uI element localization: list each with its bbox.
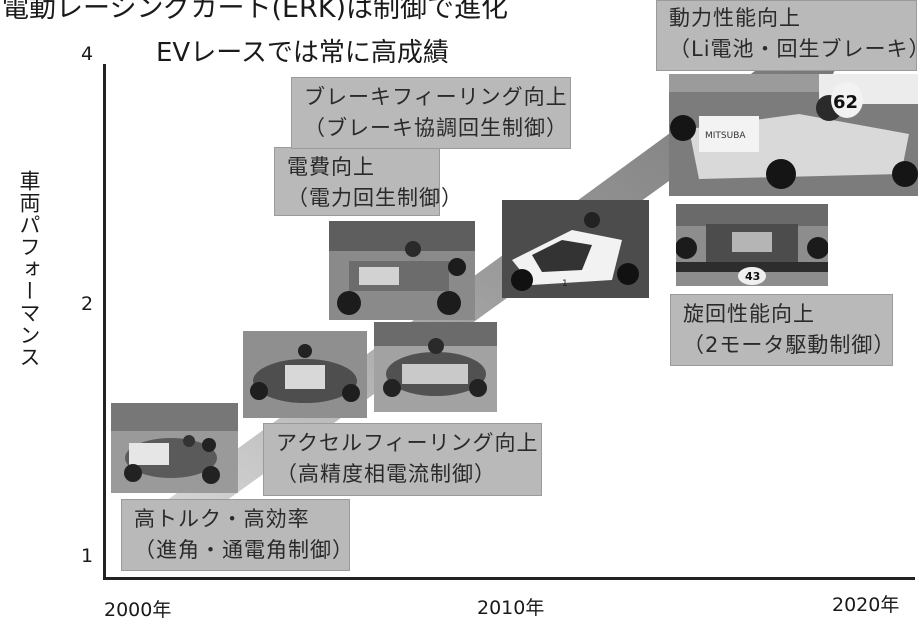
diagram-title: 電動レーシングカート(ERK)は制御で進化 <box>2 0 509 24</box>
x-tick-2020: 2020年 <box>832 594 900 616</box>
kart-photo-cornering: 43 <box>676 204 828 286</box>
kart-number-62-text: 62 <box>833 92 858 113</box>
x-tick-2000: 2000年 <box>104 599 172 621</box>
kart-number-43-text: 43 <box>745 270 760 283</box>
milestone-accel-feeling: アクセルフィーリング向上 （高精度相電流制御） <box>263 423 542 496</box>
x-tick-2010: 2010年 <box>477 597 545 619</box>
y-tick-1: 1 <box>80 545 94 567</box>
milestone-high-torque-line2: （進角・通電角制御） <box>134 538 354 562</box>
y-axis-label: 車両パフォーマンス <box>17 170 41 368</box>
kart-photo-li-battery: MITSUBA 62 <box>669 74 918 196</box>
kart-photo-2000s <box>111 403 238 493</box>
milestone-power-line2: （Li電池・回生ブレーキ） <box>669 37 918 61</box>
milestone-accel-feeling-line2: （高精度相電流制御） <box>276 462 496 486</box>
kart-number-1-text: 1 <box>562 279 568 289</box>
milestone-efficiency: 電費向上 （電力回生制御） <box>274 147 463 216</box>
y-tick-2: 2 <box>80 293 94 315</box>
kart-photo-brake: 1 <box>502 200 649 298</box>
mitsuba-logo-text: MITSUBA <box>705 131 746 141</box>
milestone-efficiency-line2: （電力回生制御） <box>287 186 463 210</box>
x-axis-line <box>103 577 915 580</box>
milestone-high-torque-line1: 高トルク・高効率 <box>134 507 310 531</box>
milestone-brake-feeling-line2: （ブレーキ協調回生制御） <box>304 116 568 140</box>
kart-photo-regen <box>329 221 475 320</box>
milestone-cornering-line2: （2モータ駆動制御） <box>683 333 896 357</box>
milestone-accel-feeling-line1: アクセルフィーリング向上 <box>276 431 539 455</box>
y-axis-line <box>103 64 106 580</box>
milestone-efficiency-line1: 電費向上 <box>287 155 375 179</box>
milestone-brake-feeling-line1: ブレーキフィーリング向上 <box>304 85 568 109</box>
milestone-high-torque: 高トルク・高効率 （進角・通電角制御） <box>121 499 354 571</box>
y-tick-4: 4 <box>80 43 94 65</box>
milestone-brake-feeling: ブレーキフィーリング向上 （ブレーキ協調回生制御） <box>291 77 571 149</box>
kart-photo-accel <box>243 331 367 418</box>
milestone-cornering-line1: 旋回性能向上 <box>683 302 815 326</box>
milestone-power-line1: 動力性能向上 <box>669 6 801 30</box>
diagram-subtitle: EVレースでは常に高成績 <box>156 38 449 68</box>
kart-photo-accel-2 <box>374 322 497 412</box>
milestone-cornering: 旋回性能向上 （2モータ駆動制御） <box>670 294 896 366</box>
milestone-power: 動力性能向上 （Li電池・回生ブレーキ） <box>656 0 918 71</box>
